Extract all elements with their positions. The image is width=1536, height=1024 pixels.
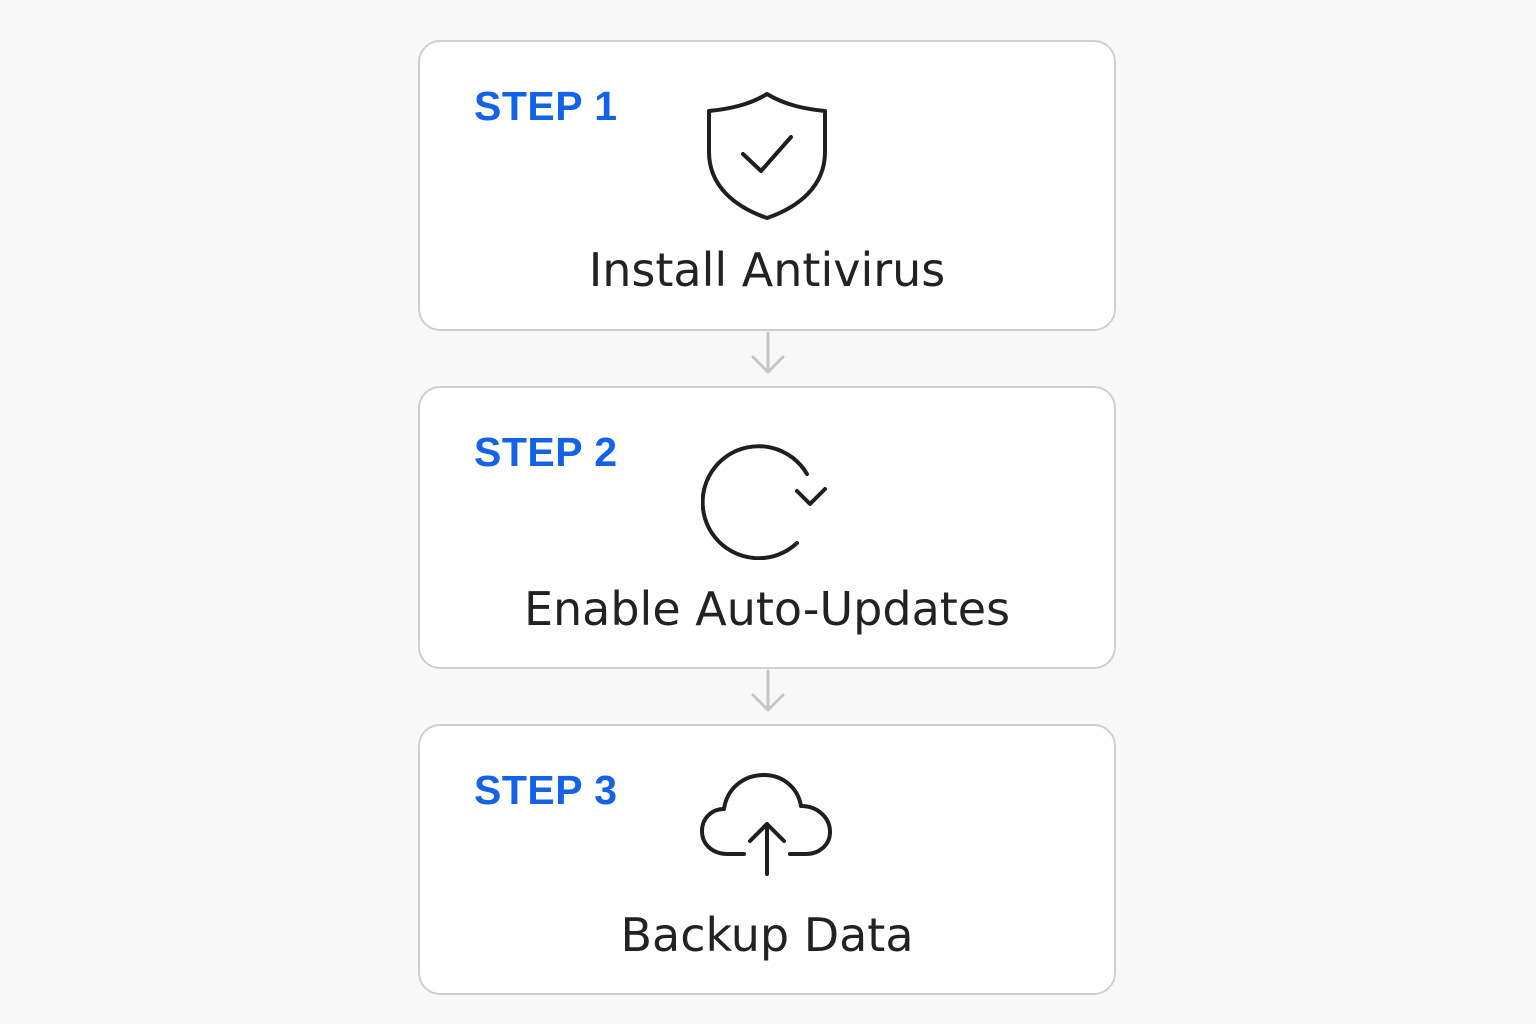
step-label: STEP 2 bbox=[474, 429, 618, 475]
shield-check-icon bbox=[707, 92, 827, 220]
step-title: Enable Auto-Updates bbox=[523, 582, 1011, 636]
step-card-2: STEP 2 Enable Auto-Updates bbox=[418, 386, 1116, 669]
cloud-upload-icon bbox=[700, 773, 832, 876]
step-card-3: STEP 3 Backup Data bbox=[418, 724, 1116, 995]
refresh-icon bbox=[701, 444, 827, 560]
step-label: STEP 3 bbox=[474, 767, 618, 813]
step-title: Install Antivirus bbox=[588, 243, 946, 297]
arrow-down-icon bbox=[751, 331, 785, 374]
step-title: Backup Data bbox=[620, 908, 914, 962]
step-card-1: STEP 1 Install Antivirus bbox=[418, 40, 1116, 331]
step-label: STEP 1 bbox=[474, 83, 618, 129]
arrow-down-icon bbox=[751, 669, 785, 712]
